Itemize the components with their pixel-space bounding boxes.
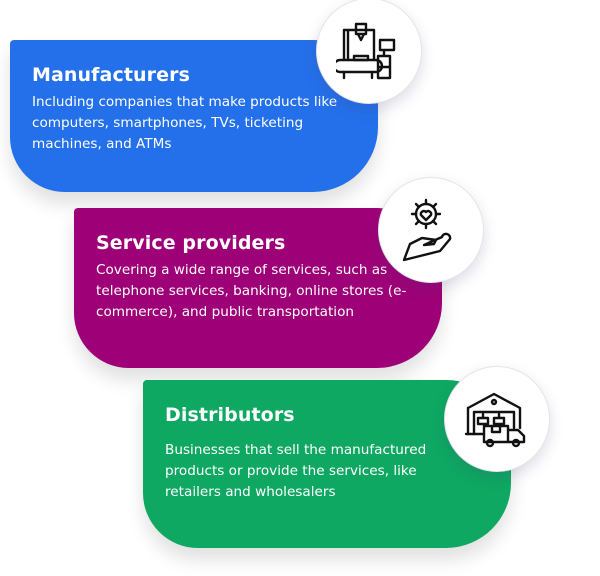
card-description: Businesses that sell the manufactured pr… [165,442,427,500]
card-title: Distributors [165,404,295,426]
card-description: Covering a wide range of services, such … [96,262,407,320]
card-title: Manufacturers [32,64,190,86]
card-title: Service providers [96,232,286,254]
hand-gear-heart-icon [378,177,484,283]
warehouse-truck-icon [444,366,550,472]
manufacturers-card: Manufacturers Including companies that m… [10,40,378,192]
manufacturing-machine-icon [316,0,422,104]
card-description: Including companies that make products l… [32,94,338,152]
